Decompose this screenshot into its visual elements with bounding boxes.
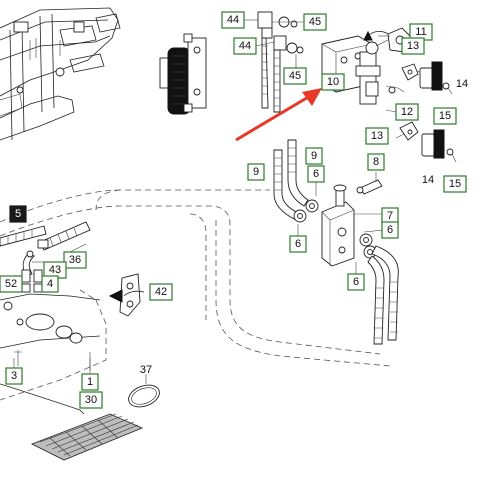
svg-text:42: 42 bbox=[155, 286, 167, 298]
callout-45-top[interactable]: 45 bbox=[303, 13, 327, 31]
svg-text:44: 44 bbox=[227, 14, 239, 26]
svg-text:15: 15 bbox=[439, 110, 451, 122]
svg-text:10: 10 bbox=[327, 76, 339, 88]
callout-10[interactable]: 10 bbox=[321, 73, 345, 91]
svg-text:6: 6 bbox=[387, 224, 393, 236]
label-37[interactable]: 37 bbox=[140, 364, 152, 376]
callout-42[interactable]: 42 bbox=[149, 283, 173, 301]
svg-text:15: 15 bbox=[449, 178, 461, 190]
callout-6-right[interactable]: 6 bbox=[381, 221, 399, 239]
svg-text:9: 9 bbox=[253, 166, 259, 178]
callout-6-upper[interactable]: 6 bbox=[307, 165, 325, 183]
callout-30[interactable]: 30 bbox=[79, 391, 103, 409]
callout-5-highlighted[interactable]: 5 bbox=[9, 205, 27, 223]
svg-text:7: 7 bbox=[387, 210, 393, 222]
svg-text:14: 14 bbox=[456, 78, 468, 90]
svg-text:5: 5 bbox=[15, 208, 21, 220]
svg-text:30: 30 bbox=[85, 394, 97, 406]
hydraulic-hoses-mid bbox=[273, 139, 399, 345]
svg-text:6: 6 bbox=[353, 276, 359, 288]
callout-1[interactable]: 1 bbox=[81, 373, 99, 391]
svg-text:9: 9 bbox=[311, 150, 317, 162]
svg-text:52: 52 bbox=[5, 278, 17, 290]
callout-44-second[interactable]: 44 bbox=[233, 37, 257, 55]
callout-9-left[interactable]: 9 bbox=[247, 163, 265, 181]
callout-13-top[interactable]: 13 bbox=[401, 37, 425, 55]
svg-text:13: 13 bbox=[371, 130, 383, 142]
callout-4[interactable]: 4 bbox=[41, 275, 59, 293]
clamp-ring bbox=[128, 374, 160, 408]
bracket bbox=[108, 273, 145, 317]
svg-text:44: 44 bbox=[239, 40, 251, 52]
callout-8[interactable]: 8 bbox=[367, 153, 385, 171]
callout-44-top[interactable]: 44 bbox=[221, 11, 245, 29]
indicator-arrow bbox=[235, 88, 322, 142]
callout-6-lower[interactable]: 6 bbox=[347, 273, 365, 291]
svg-text:1: 1 bbox=[87, 376, 93, 388]
cylinder-assembly bbox=[0, 293, 101, 415]
callout-15-top[interactable]: 15 bbox=[433, 107, 457, 125]
svg-text:6: 6 bbox=[313, 168, 319, 180]
svg-text:12: 12 bbox=[401, 106, 413, 118]
callout-9-right[interactable]: 9 bbox=[305, 147, 323, 165]
control-valve-assembly bbox=[159, 33, 207, 115]
fittings-group-top bbox=[244, 11, 304, 113]
svg-text:45: 45 bbox=[289, 70, 301, 82]
tractor-frame bbox=[0, 7, 121, 141]
callout-15-bottom[interactable]: 15 bbox=[443, 175, 467, 193]
svg-text:11: 11 bbox=[415, 26, 426, 38]
routing-outline bbox=[0, 189, 391, 401]
svg-text:8: 8 bbox=[373, 156, 379, 168]
valve-body bbox=[321, 27, 413, 105]
callout-43[interactable]: 43 bbox=[43, 261, 67, 279]
svg-text:36: 36 bbox=[69, 254, 81, 266]
svg-text:14: 14 bbox=[422, 174, 434, 186]
callout-3[interactable]: 3 bbox=[5, 367, 23, 385]
floor-mat bbox=[31, 413, 144, 461]
label-14-top[interactable]: 14 bbox=[456, 78, 468, 90]
svg-text:3: 3 bbox=[11, 370, 17, 382]
svg-text:6: 6 bbox=[295, 238, 301, 250]
svg-text:37: 37 bbox=[140, 364, 152, 376]
callout-13-mid[interactable]: 13 bbox=[365, 127, 389, 145]
svg-text:43: 43 bbox=[49, 264, 61, 276]
svg-text:4: 4 bbox=[47, 278, 53, 290]
callout-12[interactable]: 12 bbox=[395, 103, 419, 121]
callout-45-second[interactable]: 45 bbox=[283, 67, 307, 85]
svg-text:45: 45 bbox=[309, 16, 321, 28]
svg-text:13: 13 bbox=[407, 40, 419, 52]
solenoid-coils bbox=[385, 61, 457, 163]
label-14-bottom[interactable]: 14 bbox=[422, 174, 434, 186]
callout-6-lower-left[interactable]: 6 bbox=[289, 235, 307, 253]
callout-52[interactable]: 52 bbox=[0, 275, 23, 293]
callout-36[interactable]: 36 bbox=[63, 251, 87, 269]
